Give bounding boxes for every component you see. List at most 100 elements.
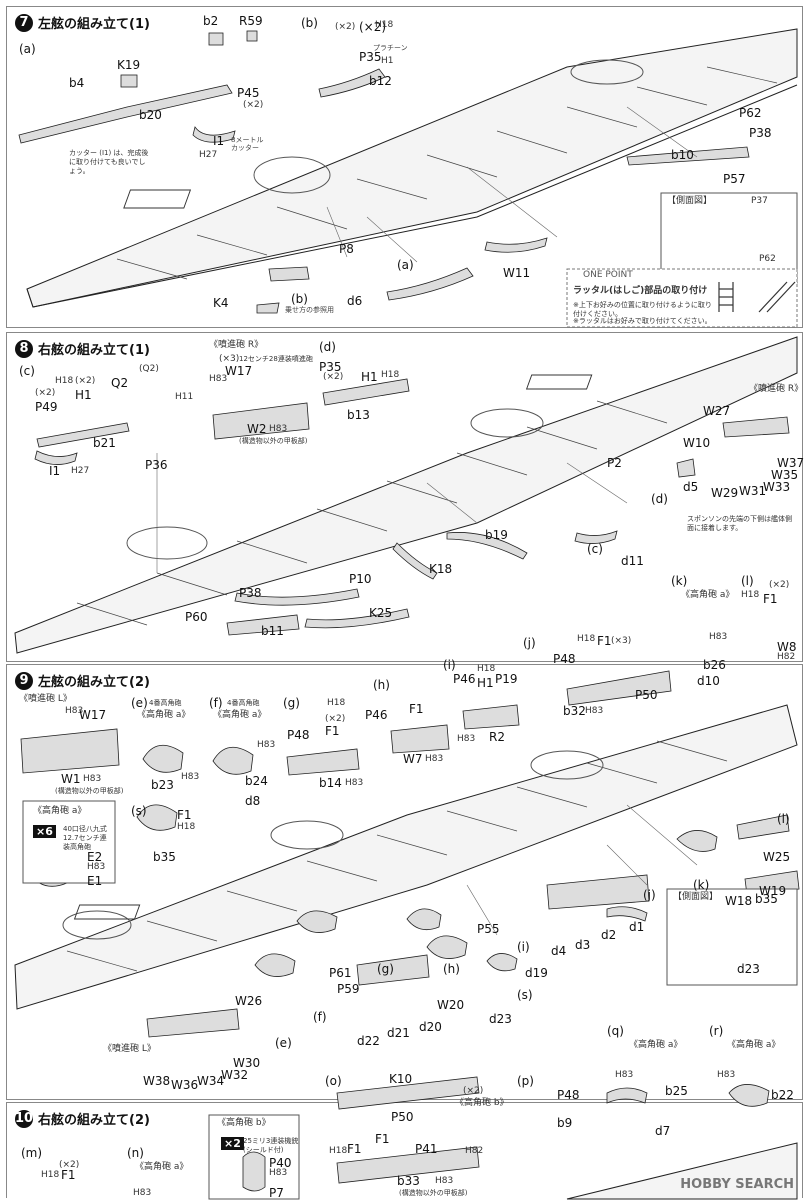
callout-p48-p: P48	[557, 1088, 580, 1102]
step-7-panel: 7 左舷の組み立て(1)	[6, 6, 803, 328]
callout-d: (d)	[319, 340, 336, 354]
callout-h83-b: H83	[269, 424, 288, 434]
callout-k4: (b)	[291, 292, 308, 306]
callout-qty-l: (×2)	[769, 580, 790, 590]
callout-k-2: (k)	[693, 878, 710, 892]
callout-l: (l)	[741, 574, 754, 588]
step-number: 7	[15, 13, 33, 32]
qty-badge-x2: ×2	[221, 1137, 244, 1150]
callout-d1: d1	[629, 920, 645, 934]
callout-w38: W38	[143, 1074, 171, 1088]
callout-c-2: (c)	[587, 542, 603, 556]
callout-b13: b13	[347, 408, 370, 422]
callout-k: (k)	[671, 574, 688, 588]
callout-p50: P50	[391, 1110, 414, 1124]
callout-p45: P45	[237, 86, 260, 100]
callout-qty-j: (×3)	[611, 636, 632, 646]
callout-e-2: (e)	[275, 1036, 292, 1050]
callout-k19: K19	[117, 58, 141, 72]
callout-d3: d3	[575, 938, 591, 952]
step-title: 右舷の組み立て(2)	[38, 1113, 150, 1128]
callout-b-2: d6	[347, 294, 363, 308]
note-k4: 乗せ方の参照用	[285, 306, 334, 314]
callout-b25: b25	[665, 1084, 688, 1098]
callout-w10: W10	[683, 436, 711, 450]
callout-qty-1: (×2)	[35, 388, 56, 398]
callout-h83-o: H83	[435, 1176, 454, 1186]
callout-i1: I1	[213, 134, 225, 148]
note-8m: 8メートル	[231, 136, 264, 144]
callout-a2: W11	[503, 266, 531, 280]
callout-h83-l: H83	[65, 706, 84, 716]
callout-h83-g: H83	[345, 778, 364, 788]
side-view-p62: P62	[759, 254, 776, 264]
callout-p35: P35	[319, 360, 342, 374]
callout-d8: d8	[245, 794, 261, 808]
callout-w18: W18	[725, 894, 753, 908]
callout-b11: b11	[261, 624, 284, 638]
group-takaku-r: 《高角砲 a》	[727, 1040, 781, 1050]
callout-cutter: カッター	[231, 144, 259, 152]
callout-h83-h: H83	[425, 754, 444, 764]
step-8-header: 8 右舷の組み立て(1)	[15, 339, 150, 358]
callout-w30: W30	[233, 1056, 261, 1070]
callout-h83-n: H83	[133, 1188, 152, 1198]
group-rocket-l: 《噴進砲 L》	[19, 694, 72, 704]
callout-d20: d20	[419, 1020, 442, 1034]
callout-i-2: (i)	[517, 940, 530, 954]
callout-b21: b21	[93, 436, 116, 450]
callout-b32: b32	[563, 704, 586, 718]
callout-h11: H11	[175, 392, 194, 402]
note-cutter: カッター (I1) は、完成後に取り付けても良いでしょう。	[69, 149, 149, 176]
callout-q2-detail: (Q2)	[139, 364, 159, 374]
group-rocket-l-2: 《噴進砲 L》	[103, 1044, 156, 1054]
step-number: 8	[15, 339, 33, 358]
callout-h27: H27	[71, 466, 90, 476]
callout-qty-m: (×2)	[59, 1160, 80, 1170]
step-title: 左舷の組み立て(2)	[38, 675, 150, 690]
callout-w25: W25	[763, 850, 791, 864]
callout-h18-j: H18	[577, 634, 596, 644]
callout-b9: b9	[557, 1116, 573, 1130]
callout-h1-qty: H18	[375, 20, 394, 30]
callout-w36: W36	[171, 1078, 199, 1092]
callout-h18-o: H18	[329, 1146, 348, 1156]
callout-q: (q)	[607, 1024, 624, 1038]
callout-f1-g: F1	[325, 724, 340, 738]
callout-d21: d21	[387, 1026, 410, 1040]
onepoint-title: ONE POINT	[583, 270, 633, 280]
step-title: 左舷の組み立て(1)	[38, 17, 150, 32]
callout-h82-o: H82	[465, 1146, 484, 1156]
callout-h83-w1: H83	[83, 774, 102, 784]
callout-b12: b12	[369, 74, 392, 88]
note-w17: 12センチ28連装噴進砲	[239, 355, 313, 363]
callout-p36: P36	[145, 458, 168, 472]
side-view-title: 【側面図】	[667, 196, 713, 206]
callout-p2: P2	[607, 456, 622, 470]
callout-r59: R59	[239, 14, 263, 28]
group-takaku-n: 《高角砲 a》	[135, 1162, 189, 1172]
watermark-logo: HOBBY SEARCH	[680, 1177, 794, 1192]
callout-d5: d5	[683, 480, 699, 494]
callout-p38: P38	[239, 586, 262, 600]
callout-h83-q: H83	[615, 1070, 634, 1080]
callout-h18: H18	[55, 376, 74, 386]
callout-h18: (×2)	[335, 22, 356, 32]
callout-h83-i: H83	[457, 734, 476, 744]
callout-b22: b22	[771, 1088, 794, 1102]
callout-f1-o: F1	[347, 1142, 362, 1156]
callout-h1: H1	[75, 388, 92, 402]
callout-c: (c)	[19, 364, 35, 378]
callout-b26: b26	[703, 658, 726, 672]
callout-q2: Q2	[111, 376, 129, 390]
callout-h83-j: H83	[585, 706, 604, 716]
callout-w27: W27	[703, 404, 731, 418]
callout-d19: d19	[525, 966, 548, 980]
callout-m: (m)	[21, 1146, 43, 1160]
callout-h18-i: H18	[477, 664, 496, 674]
callout-e: (e)	[131, 696, 148, 710]
callout-j: (j)	[523, 636, 536, 650]
note-p40: 25ミリ3連装機銃(シールド付)	[243, 1137, 299, 1155]
callout-h18-s: H18	[177, 822, 196, 832]
callout-p: (p)	[517, 1074, 534, 1088]
